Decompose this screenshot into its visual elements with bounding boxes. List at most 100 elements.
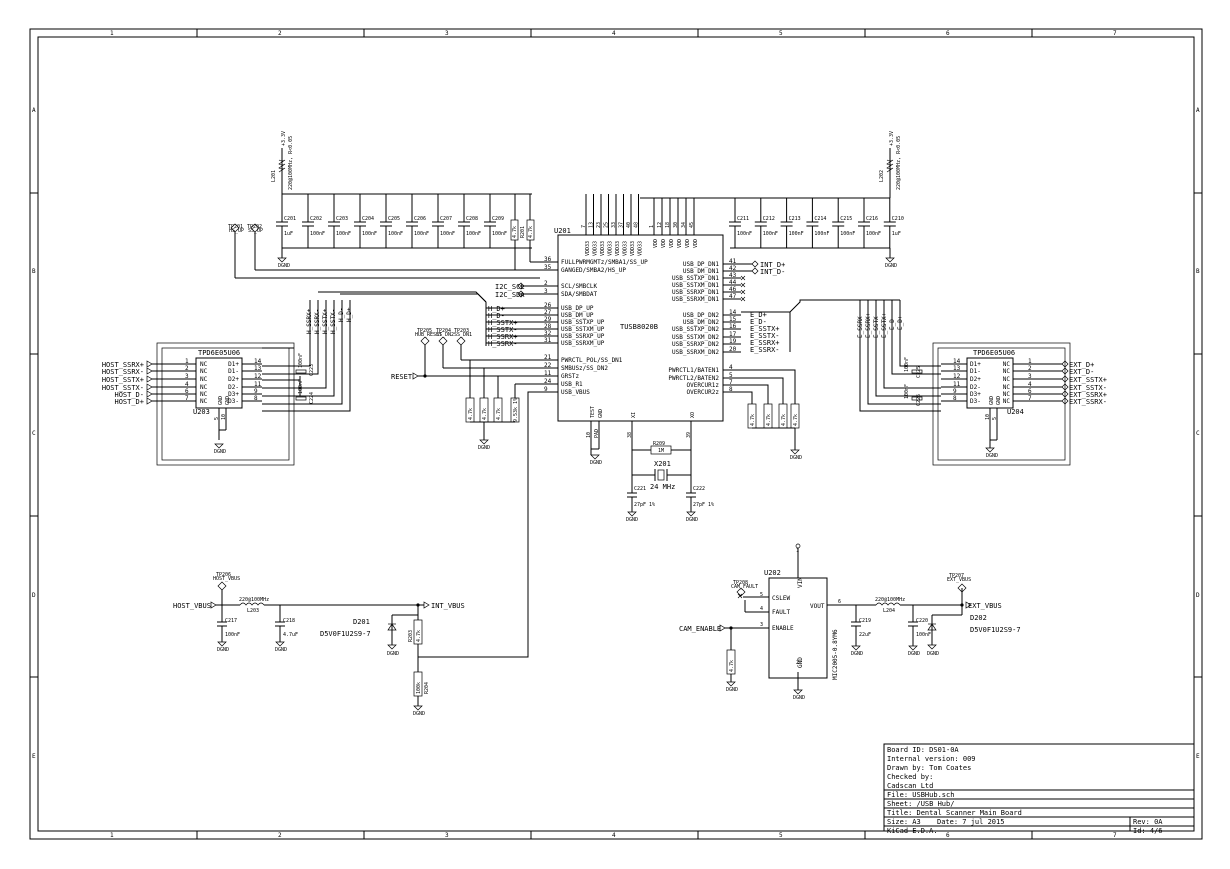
tp202-testpoint[interactable]: TP202 SS_UP (247, 223, 263, 234)
u204-pin[interactable]: 4NC (1003, 381, 1040, 391)
r210-resistor[interactable]: 4.7k (747, 403, 757, 429)
host-vbus-port[interactable]: HOST_VBUS (173, 602, 211, 610)
u204-pin[interactable]: 7NC (1003, 395, 1040, 405)
host-port[interactable]: HOST_SSRX- (102, 367, 172, 376)
u204-pin[interactable]: 1NC (1003, 358, 1040, 368)
ext-port[interactable]: EXT_D- (1040, 367, 1094, 376)
ext-port[interactable]: EXT_SSRX+ (1040, 390, 1107, 399)
r209-resistor[interactable]: R209 1M (650, 441, 672, 455)
r207-resistor[interactable]: 4.7k (493, 397, 503, 423)
int-vbus-port[interactable]: INT_VBUS (431, 602, 465, 610)
host-port[interactable]: HOST_D- (114, 390, 172, 399)
r202-resistor[interactable]: 4.7k (526, 194, 535, 248)
r206-resistor[interactable]: 4.7k (479, 397, 489, 423)
host-port[interactable]: HOST_SSTX- (102, 383, 172, 392)
ext-port[interactable]: EXT_SSRX- (1040, 397, 1107, 406)
tp203-testpoint[interactable]: TP203 SS_DN1 (454, 328, 472, 346)
host-port[interactable]: HOST_SSRX+ (102, 360, 172, 369)
u204-pin[interactable]: 6NC (1003, 388, 1040, 398)
u202-power-switch[interactable]: U202 MIC2005-0.8YM6 CSLEW FAULT ENABLE V… (760, 548, 841, 680)
r212-resistor[interactable]: 4.7k (778, 403, 788, 429)
r205-resistor[interactable]: 4.7k (465, 397, 475, 423)
c221-capacitor[interactable]: DGND C221 27pF 1% (626, 486, 655, 523)
r208-resistor[interactable]: 9.53k 1% (510, 397, 520, 423)
c222-capacitor[interactable]: DGND C222 27pF 1% (686, 486, 714, 523)
host-port[interactable]: HOST_D+ (114, 397, 172, 406)
ext-port[interactable]: EXT_D+ (1040, 360, 1094, 369)
x201-crystal[interactable]: X201 24 MHz (650, 460, 675, 491)
reset-port[interactable]: RESET (391, 372, 427, 381)
u204-pin[interactable]: 3NC (1003, 373, 1040, 383)
tp206-testpoint[interactable]: TP206 HOST_VBUS (213, 572, 240, 591)
tp201-testpoint[interactable]: TP201 HS_UP (228, 223, 244, 234)
host-port[interactable]: HOST_SSTX+ (102, 375, 172, 384)
tp204-testpoint[interactable]: TP204 SS_DN2 (436, 328, 454, 346)
